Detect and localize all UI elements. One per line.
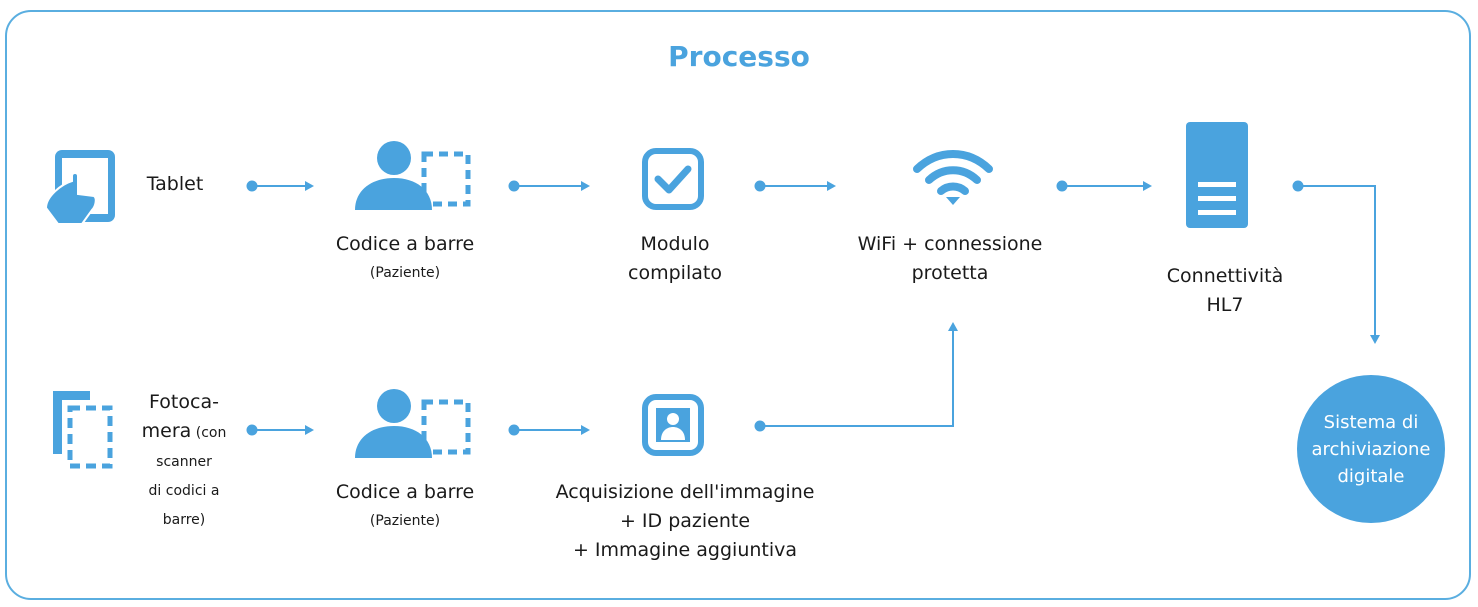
checkbox-icon: [642, 148, 704, 210]
arrow-camera-to-barcode: [246, 424, 314, 436]
hl7-label: Connettività HL7: [1125, 262, 1325, 320]
diagram-title: Processo: [668, 40, 810, 73]
tablet-touch-icon: [44, 150, 115, 225]
barcode-label-top: Codice a barre (Paziente): [305, 230, 505, 288]
camera-line2: mera (con: [124, 417, 244, 448]
hl7-line1: Connettività: [1166, 265, 1284, 287]
barcode-patient-icon: [355, 389, 471, 458]
camera-scanner-icon: [53, 391, 113, 469]
barcode-patient-icon: [355, 141, 471, 210]
arrow-wifi-to-server: [1056, 180, 1152, 192]
camera-line4: di codici a: [148, 483, 220, 499]
barcode-label-bottom: Codice a barre (Paziente): [305, 478, 505, 536]
barcode-subtitle: (Paziente): [369, 513, 441, 529]
modulo-line1: Modulo: [640, 233, 710, 255]
arrow-barcode-to-capture: [508, 424, 590, 436]
tablet-label: Tablet: [146, 173, 204, 195]
wifi-line2: protetta: [911, 262, 989, 284]
arrow-barcode-to-modulo: [508, 180, 590, 192]
arrow-server-to-archive: [1292, 180, 1380, 344]
camera-line2-small: (con: [191, 425, 227, 441]
arrow-capture-to-wifi: [754, 322, 958, 432]
diagram-frame: [5, 10, 1471, 600]
wifi-line1: WiFi + connessione: [857, 233, 1043, 255]
barcode-title: Codice a barre: [335, 233, 475, 255]
capture-line3: + Immagine aggiuntiva: [572, 539, 798, 561]
hl7-line2: HL7: [1206, 294, 1244, 316]
camera-line2-main: mera: [141, 420, 192, 442]
image-capture-label: Acquisizione dell'immagine + ID paziente…: [510, 478, 860, 565]
modulo-line2: compilato: [628, 262, 722, 284]
wifi-label: WiFi + connessione protetta: [820, 230, 1080, 288]
arrow-tablet-to-barcode: [246, 180, 314, 192]
capture-line2: + ID paziente: [619, 510, 751, 532]
barcode-title: Codice a barre: [335, 481, 475, 503]
barcode-subtitle: (Paziente): [369, 265, 441, 281]
modulo-label: Modulo compilato: [580, 230, 770, 288]
server-icon: [1186, 122, 1248, 228]
capture-line1: Acquisizione dell'immagine: [555, 481, 815, 503]
archive-circle: Sistema di archiviazione digitale: [1297, 375, 1445, 523]
camera-label: Fotoca- mera (con scanner di codici a ba…: [124, 388, 244, 535]
wifi-icon: [913, 150, 993, 205]
patient-photo-icon: [642, 394, 704, 456]
camera-line3: scanner: [156, 454, 212, 470]
arrow-modulo-to-wifi: [754, 180, 836, 192]
camera-line5: barre): [162, 512, 206, 528]
camera-line1: Fotoca-: [149, 391, 219, 413]
